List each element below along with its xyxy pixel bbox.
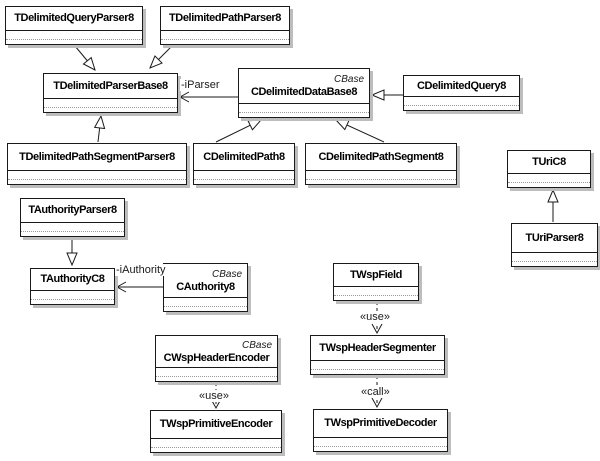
operations-compartment [31,299,114,304]
class-box-tdelimitedparserbase8: TDelimitedParserBase8 [43,73,178,113]
attributes-compartment [239,103,369,112]
generalization-pathparser-to-parserbase [150,45,173,68]
class-name: CAuthority8 [176,280,235,293]
operations-compartment [161,39,289,44]
association-label-iauthority: -iAuthority [115,264,167,276]
class-name: CDelimitedQuery8 [417,79,506,92]
attributes-compartment [334,286,418,295]
operations-compartment [44,107,177,112]
stereotype-label: CBase [241,339,272,351]
class-name: CDelimitedDataBase8 [250,86,358,98]
operations-compartment [306,179,456,184]
class-box-twspprimitivedecoder: TWspPrimitiveDecoder [313,409,448,452]
operations-compartment [151,447,281,452]
generalization-delimitedpath-to-database [215,120,261,143]
operations-compartment [334,295,418,300]
attributes-compartment [512,252,597,261]
class-box-cdelimitedquery8: CDelimitedQuery8 [403,75,520,111]
class-box-cauthority8: CBase CAuthority8 [163,263,248,312]
class-box-cdelimiteddatabase8: CBase CDelimitedDataBase8 [238,68,370,118]
class-name: TDelimitedQueryParser8 [14,12,134,24]
generalization-queryparser-to-parserbase [74,45,95,70]
operations-compartment [21,231,124,236]
class-box-tauthorityc8: TAuthorityC8 [30,268,115,305]
attributes-compartment [508,173,590,182]
operations-compartment [404,105,519,110]
class-name: TWspPrimitiveDecoder [324,417,437,429]
attributes-compartment [44,98,177,107]
operations-compartment [239,112,369,117]
operations-compartment [512,261,597,266]
operations-compartment [164,306,247,311]
attributes-compartment [194,170,294,179]
class-box-turic8: TUriC8 [507,150,591,188]
operations-compartment [6,39,142,44]
operations-compartment [314,446,447,451]
class-name: TWspHeaderSegmenter [319,341,436,354]
stereotype-label: CBase [211,268,242,280]
class-name: TDelimitedPathSegmentParser8 [19,150,175,163]
attributes-compartment [161,30,289,39]
attributes-compartment [151,438,281,447]
class-box-cdelimitedpathsegment8: CDelimitedPathSegment8 [305,143,457,185]
stereotype-label: CBase [333,74,364,85]
attributes-compartment [31,290,114,299]
class-box-tauthorityparser8: TAuthorityParser8 [20,198,125,237]
dependency-label-use-field: «use» [359,311,391,323]
class-box-cdelimitedpath8: CDelimitedPath8 [193,143,295,185]
generalization-pathsegment-to-database [336,120,385,143]
class-box-cwspheaderencoder: CBase CWspHeaderEncoder [155,335,278,382]
class-name: TUriC8 [532,155,566,168]
class-box-twspprimitiveencoder: TWspPrimitiveEncoder [150,410,282,453]
class-name: TWspField [349,268,402,281]
class-name: TUriParser8 [525,231,584,244]
attributes-compartment [21,222,124,231]
attributes-compartment [306,170,456,179]
class-name: CWspHeaderEncoder [163,351,270,364]
class-box-twspheadersegmenter: TWspHeaderSegmenter [310,335,445,375]
attributes-compartment [311,360,444,369]
attributes-compartment [164,297,247,306]
operations-compartment [8,179,186,184]
class-name: TDelimitedParserBase8 [53,79,168,92]
operations-compartment [194,179,294,184]
class-box-twspfield: TWspField [333,263,419,301]
class-box-tdelimitedpathsegmentparser8: TDelimitedPathSegmentParser8 [7,143,187,185]
class-name: CDelimitedPathSegment8 [318,150,444,163]
attributes-compartment [156,367,277,376]
class-name: CDelimitedPath8 [203,150,285,163]
dependency-label-use-encoder: «use» [198,390,230,402]
class-box-tdelimitedpathparser8: TDelimitedPathParser8 [160,6,290,45]
class-box-tdelimitedqueryparser8: TDelimitedQueryParser8 [5,6,143,45]
attributes-compartment [8,170,186,179]
operations-compartment [156,376,277,381]
generalization-pathsegmentparser-to-parserbase [98,116,101,143]
class-name: TAuthorityC8 [40,273,105,285]
attributes-compartment [404,96,519,105]
operations-compartment [508,182,590,187]
dependency-label-call: «call» [360,386,391,398]
class-name: TWspPrimitiveEncoder [159,418,273,430]
attributes-compartment [314,437,447,446]
operations-compartment [311,369,444,374]
class-box-turiparser8: TUriParser8 [511,223,598,267]
class-name: TDelimitedPathParser8 [168,12,282,24]
attributes-compartment [6,30,142,39]
association-label-iparser: -iParser [180,79,221,91]
class-name: TAuthorityParser8 [28,204,117,216]
